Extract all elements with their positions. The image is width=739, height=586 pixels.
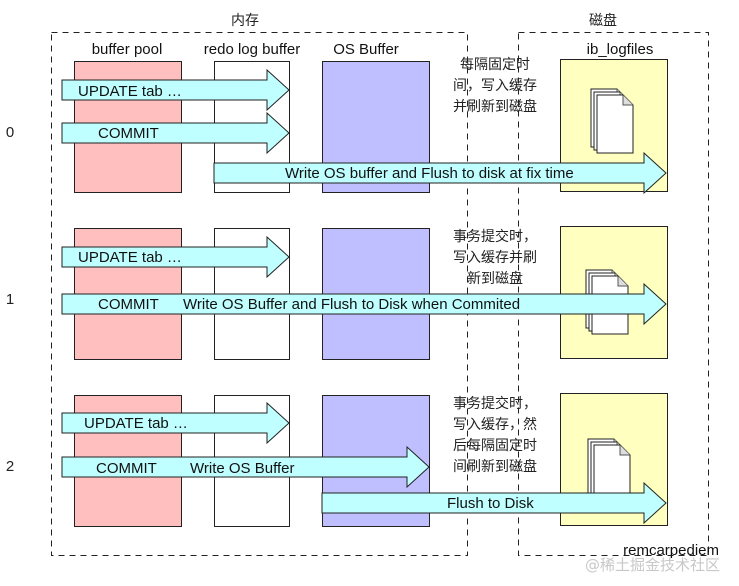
row-number: 2 xyxy=(6,458,14,475)
commit-label: COMMIT xyxy=(98,296,159,313)
memory-region xyxy=(51,32,468,556)
redo-log-buffer-header: redo log buffer xyxy=(204,41,300,58)
commit-write-flush-arrow xyxy=(61,282,667,326)
flush-strategy-note: 后每隔固定时 xyxy=(453,438,537,454)
flush-strategy-note: 事务提交时， xyxy=(453,228,537,245)
write-os-buffer-label: Write OS Buffer xyxy=(190,460,294,477)
watermark: @稀土掘金技术社区 xyxy=(585,556,720,574)
flush-strategy-note: 间刷新到磁盘 xyxy=(453,458,537,475)
ib-logfiles-header: ib_logfiles xyxy=(587,41,654,58)
flush-strategy-note: 间，写入缓存 xyxy=(453,78,537,94)
log-file-icon xyxy=(590,88,634,154)
write-flush-label: Write OS buffer and Flush to disk at fix… xyxy=(285,165,574,182)
flush-strategy-note: 写入缓存并刷 xyxy=(453,250,537,266)
flush-to-disk-arrow xyxy=(321,481,667,525)
update-arrow xyxy=(61,68,290,112)
commit-arrow xyxy=(61,111,290,155)
commit-label: COMMIT xyxy=(96,460,157,477)
os-buffer-header: OS Buffer xyxy=(333,41,399,58)
memory-label: 内存 xyxy=(231,13,259,29)
flush-strategy-note: 每隔固定时 xyxy=(460,57,530,73)
update-label: UPDATE tab … xyxy=(78,249,182,266)
update-label: UPDATE tab … xyxy=(78,83,182,100)
flush-strategy-note: 新到磁盘 xyxy=(467,270,523,287)
flush-strategy-note: 并刷新到磁盘 xyxy=(453,98,537,115)
row-number: 1 xyxy=(6,291,14,308)
disk-label: 磁盘 xyxy=(589,12,617,29)
commit-write-arrow xyxy=(61,445,430,489)
flush-strategy-note: 写入缓存，然 xyxy=(453,416,537,433)
log-file-icon xyxy=(587,438,631,504)
update-arrow xyxy=(61,235,290,279)
author-label: remcarpediem xyxy=(623,542,719,559)
write-flush-label: Write OS Buffer and Flush to Disk when C… xyxy=(183,296,520,313)
disk-region xyxy=(518,32,709,556)
flush-to-disk-label: Flush to Disk xyxy=(447,495,534,512)
buffer-pool-header: buffer pool xyxy=(92,41,163,58)
write-flush-arrow xyxy=(213,151,667,195)
flush-strategy-note: 事务提交时， xyxy=(453,395,537,412)
commit-label: COMMIT xyxy=(98,125,159,142)
update-label: UPDATE tab … xyxy=(84,415,188,432)
update-arrow xyxy=(61,401,290,445)
row-number: 0 xyxy=(6,124,14,141)
